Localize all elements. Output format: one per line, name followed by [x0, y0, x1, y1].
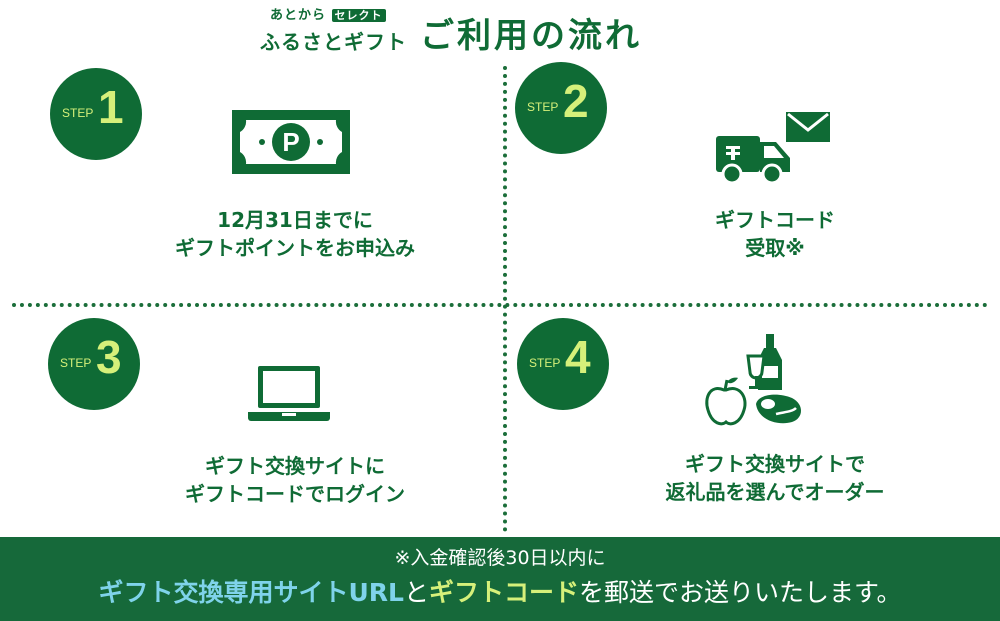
- footer-url-highlight: ギフト交換専用サイトURL: [98, 578, 404, 607]
- step-2-caption: ギフトコード 受取※: [640, 206, 910, 262]
- step-1-label: STEP: [62, 106, 94, 120]
- horizontal-divider: [12, 303, 988, 307]
- logo-bottom: ふるさとギフト: [260, 30, 407, 54]
- gifts-food-wine-icon: [705, 334, 801, 426]
- logo: あとから セレクト ふるさとギフト: [260, 4, 410, 58]
- footer-note: ※入金確認後30日以内に: [394, 547, 606, 569]
- footer-banner: ※入金確認後30日以内に ギフト交換専用サイトURLとギフトコードを郵送でお送り…: [0, 537, 1000, 621]
- points-banknote-icon: P: [232, 110, 350, 174]
- step-1-badge: STEP 1: [50, 68, 142, 160]
- step-3-caption-line1: ギフト交換サイトに: [205, 454, 385, 478]
- logo-top: あとから セレクト: [270, 4, 386, 23]
- footer-code-highlight: ギフトコード: [428, 578, 579, 607]
- step-4-caption-line1: ギフト交換サイトで: [685, 452, 865, 476]
- footer-message: ギフト交換専用サイトURLとギフトコードを郵送でお送りいたします。: [0, 573, 1000, 609]
- step-4-badge: STEP 4: [517, 318, 609, 410]
- svg-text:P: P: [282, 127, 299, 157]
- step-3-badge: STEP 3: [48, 318, 140, 410]
- step-3-caption-line2: ギフトコードでログイン: [185, 482, 405, 506]
- vertical-divider: [503, 66, 507, 532]
- step-3-number: 3: [96, 331, 122, 383]
- page-title: ご利用の流れ: [420, 16, 642, 56]
- laptop-icon: [248, 366, 330, 421]
- footer-and: と: [403, 578, 429, 607]
- logo-top-badge: セレクト: [331, 9, 386, 22]
- delivery-truck-mail-icon: [716, 112, 830, 185]
- step-4-number: 4: [565, 331, 591, 383]
- step-1-caption-line1: 12月31日までに: [217, 208, 373, 232]
- footer-send-text: を郵送でお送りいたします。: [579, 578, 902, 607]
- step-2-number: 2: [563, 75, 589, 127]
- step-4-label: STEP: [529, 356, 561, 370]
- step-3-label: STEP: [60, 356, 92, 370]
- step-1-caption-line2: ギフトポイントをお申込み: [175, 236, 415, 260]
- step-2-caption-line2: 受取※: [745, 236, 805, 260]
- step-1-number: 1: [98, 81, 124, 133]
- step-3-caption: ギフト交換サイトに ギフトコードでログイン: [150, 452, 440, 508]
- header: あとから セレクト ふるさとギフト ご利用の流れ: [0, 0, 1000, 62]
- logo-top-prefix: あとから: [270, 8, 327, 23]
- step-1-caption: 12月31日までに ギフトポイントをお申込み: [150, 206, 440, 262]
- step-2-badge: STEP 2: [515, 62, 607, 154]
- step-2-label: STEP: [527, 100, 559, 114]
- step-2-caption-line1: ギフトコード: [715, 208, 835, 232]
- step-4-caption: ギフト交換サイトで 返礼品を選んでオーダー: [640, 450, 910, 506]
- step-4-caption-line2: 返礼品を選んでオーダー: [665, 480, 885, 504]
